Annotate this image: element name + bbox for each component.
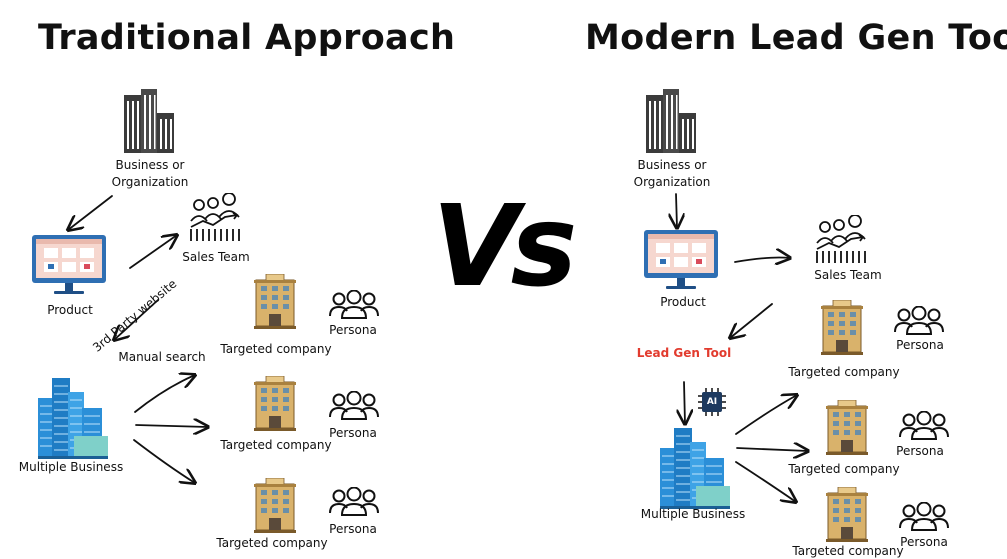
arrow-business-to-product: [68, 195, 113, 230]
arrow-right-2: [736, 448, 808, 451]
right-persona-2: Persona: [896, 444, 944, 458]
arrow-tool-to-business: [684, 381, 685, 424]
city-skyline-icon: [660, 428, 731, 510]
arrow-product-to-sales: [129, 235, 177, 269]
left-title: Traditional Approach: [38, 18, 456, 58]
arrow-left-2: [135, 425, 208, 427]
ai-chip-icon: AI: [698, 388, 726, 416]
left-business-label: Business or Organization: [111, 158, 189, 189]
manual-search-label: Manual search: [118, 350, 206, 364]
hotel-building-icon: [254, 478, 297, 534]
lead-gen-tool-label: Lead Gen Tool: [636, 346, 732, 360]
persona-group-icon: [899, 502, 949, 531]
right-persona-3: Persona: [900, 535, 948, 549]
persona-group-icon: [329, 391, 379, 420]
sales-team-icon: [816, 215, 866, 264]
arrow-right-product-to-tool: [730, 303, 773, 338]
vs-mark: Vs: [432, 182, 577, 312]
ai-chip-label: AI: [706, 397, 718, 407]
office-building-icon: [124, 89, 174, 153]
left-persona-1: Persona: [329, 323, 377, 337]
left-target-company-3: Targeted company: [216, 536, 328, 550]
arrow-right-business-to-product: [676, 193, 677, 228]
arrow-left-1: [134, 375, 195, 413]
persona-group-icon: [899, 411, 949, 440]
hotel-building-icon: [821, 300, 864, 356]
left-sales-team-label: Sales Team: [182, 250, 250, 264]
arrow-right-product-to-sales: [734, 258, 790, 263]
monitor-icon: [32, 235, 106, 294]
right-title: Modern Lead Gen Tool: [585, 18, 1007, 58]
right-business-label: Business or Organization: [633, 158, 711, 189]
office-building-icon: [646, 89, 696, 153]
right-target-company-3: Targeted company: [792, 544, 904, 558]
persona-group-icon: [329, 487, 379, 516]
hotel-building-icon: [254, 274, 297, 330]
arrow-right-3: [735, 461, 796, 502]
sales-team-icon: [190, 193, 240, 242]
monitor-icon: [644, 230, 718, 289]
right-sales-team-label: Sales Team: [814, 268, 882, 282]
persona-group-icon: [329, 290, 379, 319]
right-persona-1: Persona: [896, 338, 944, 352]
hotel-building-icon: [254, 376, 297, 432]
left-product-label: Product: [47, 303, 93, 317]
right-target-company-2: Targeted company: [788, 462, 900, 476]
arrow-right-1: [735, 395, 797, 435]
city-skyline-icon: [38, 378, 109, 460]
left-multiple-business-label: Multiple Business: [18, 460, 124, 474]
right-multiple-business-label: Multiple Business: [640, 507, 746, 521]
left-target-company-1: Targeted company: [220, 342, 332, 356]
arrow-to-manual-search: [114, 299, 159, 340]
right-target-company-1: Targeted company: [788, 365, 900, 379]
left-persona-2: Persona: [329, 426, 377, 440]
persona-group-icon: [894, 306, 944, 335]
hotel-building-icon: [826, 400, 869, 456]
arrow-left-3: [133, 439, 195, 483]
left-persona-3: Persona: [329, 522, 377, 536]
right-product-label: Product: [660, 295, 706, 309]
left-target-company-2: Targeted company: [220, 438, 332, 452]
hotel-building-icon: [826, 487, 869, 543]
